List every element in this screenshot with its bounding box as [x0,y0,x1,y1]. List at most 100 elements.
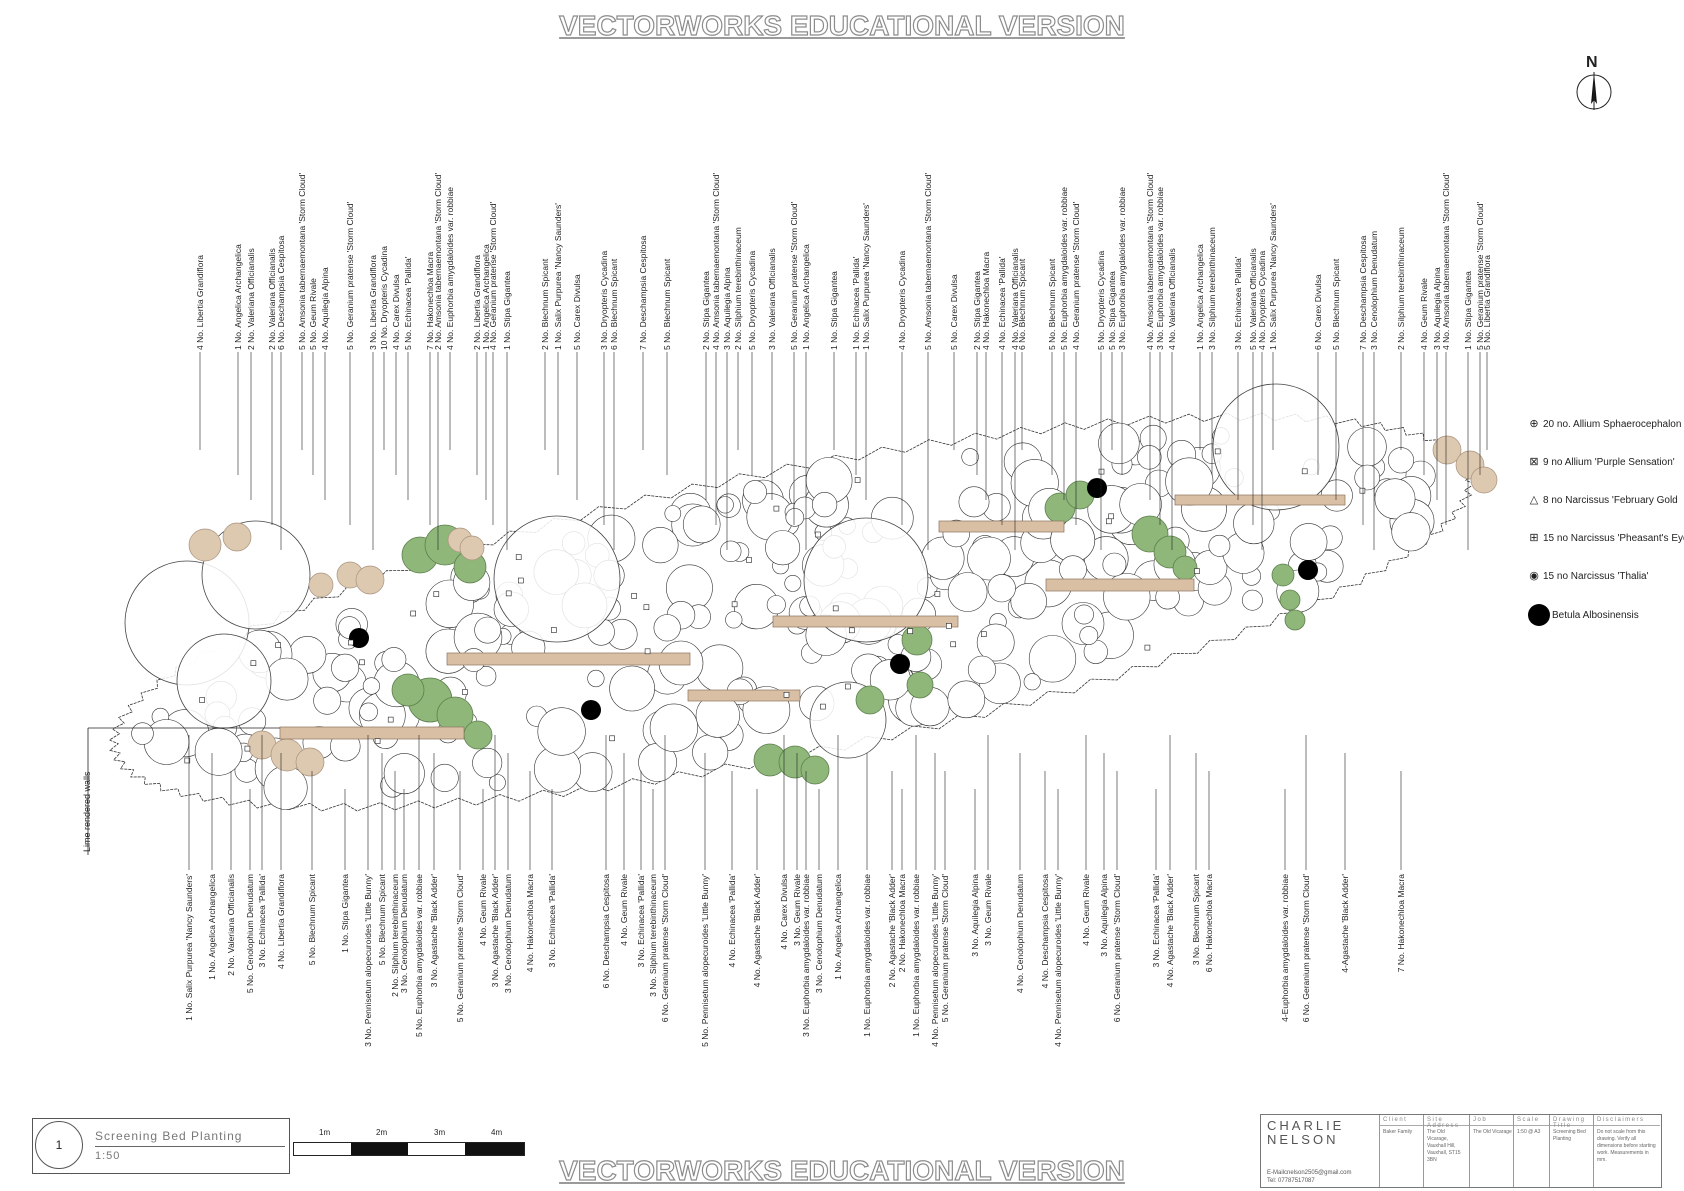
top-plant-label: 1 No. Salix Purpurea 'Nancy Saunders' [553,203,563,350]
bulb-marker [1359,487,1366,494]
bottom-plant-label: 3 No. Silphium terebinthinaceum [648,874,658,997]
bottom-plant-label: 4 No. Agastache 'Black Adder' [1165,874,1175,988]
top-plant-label: 2 No. Valeriana Officianalis [267,248,277,350]
bulb-marker [515,554,522,560]
bulb-marker [433,591,440,597]
scale-label: 4m [491,1128,503,1137]
timber-board [279,726,465,740]
bottom-plant-label: 6 No. Deschampsia Cespitosa [601,874,611,989]
tree-canopy [1212,383,1340,511]
plant-circle [1374,478,1416,520]
bottom-plant-label: 3 No. Agastache 'Black Adder' [490,874,500,988]
bottom-plant-label: 6 No. Geranium pratense 'Storm Cloud' [660,874,670,1023]
plant-circle [313,686,342,715]
bottom-plant-label: 3 No. Echinacea 'Pallida' [547,874,557,968]
top-plant-label: 4 No. Valeriana Officianalis [1010,248,1020,350]
bulb-marker [945,623,952,629]
top-plant-label: 5 No. Euphorbia amygdaloides var. robbia… [1059,187,1069,350]
bottom-plant-label: 4-Euphorbia amygdaloides var. robbiae [1280,874,1290,1022]
bulb-marker [848,627,855,634]
top-plant-label: 4 No. Valeriana Officianalis [1167,248,1177,350]
legend-item: ◉15 no Narcissus 'Thalia' [1528,570,1648,582]
top-plant-label: 1 No. Salix Purpurea 'Nancy Saunders' [861,203,871,350]
drawing-title: Screening Bed Planting [95,1129,243,1143]
bulb-marker [359,659,365,666]
plant-circle [958,486,990,518]
plant-circle [472,747,503,778]
watermark-top: VECTORWORKS EDUCATIONAL VERSION [559,9,1126,41]
top-plant-label: 10 No. Dryopteris Cycadina [379,246,389,350]
bulb-marker [1144,644,1151,651]
green-plant [1271,563,1295,587]
eye-icon: ◉ [1529,570,1539,582]
plant-circle [987,574,1016,603]
bottom-plant-label: 3 No. Agastache 'Black Adder' [429,874,439,988]
bulb-marker [950,641,957,648]
top-plant-label: 6 No. Deschampsia Cespitosa [276,235,286,350]
top-plant-label: 2 No. Libertia Grandiflora [472,255,482,350]
bulb-marker [347,639,354,646]
plant-circle [1289,523,1328,561]
plant-circle [642,526,679,564]
top-plant-label: 1 No. Stipa Gigantea [829,271,839,350]
top-plant-label: 3 No. Aquilegia Alpina [1432,267,1442,350]
bulb-marker [1214,448,1221,455]
top-plant-label: 6 No. Blechnum Spicant [1017,258,1027,350]
bottom-plant-label: 5 No. Blechnum Spicant [377,873,387,965]
green-plant [1279,589,1301,611]
bottom-plant-label: 4 No. Echinacea 'Pallida' [727,874,737,968]
top-plant-label: 5 No. Carex Divulsa [949,274,959,350]
scale-label: 3m [434,1128,446,1137]
legend-item: ⊞15 no Narcissus 'Pheasant's Eye' [1528,532,1684,544]
bulb-marker [631,593,637,599]
top-plant-label: 5 No. Valeriana Officianalis [1248,248,1258,350]
bottom-plant-label: 6 No. Geranium pratense 'Storm Cloud' [1301,874,1311,1023]
tree-canopy [176,633,272,729]
bulb-marker [517,577,524,584]
timber-boards [279,494,1346,740]
drawing-scale: 1:50 [95,1150,121,1162]
north-arrow: N [1574,54,1614,114]
plant-circle [785,508,805,527]
plant-circle [1023,673,1041,691]
legend-item: △8 no Narcissus 'February Gold [1528,494,1678,506]
filled-circle-icon [1528,604,1550,626]
top-plant-label: 1 No. Stipa Gigantea [502,271,512,350]
top-plant-label: 1 No. Angelica Archangelica [1195,244,1205,350]
bottom-plant-label: 3 No. Cenolophium Denudatum [503,874,513,993]
legend-text: 9 no Allium 'Purple Sensation' [1543,456,1675,468]
bottom-plant-label: 5 No. Blechnum Spicant [307,873,317,965]
top-plant-label: 3 No. Valeriana Officianalis [767,248,777,350]
legend-item: ⊕20 no. Allium Sphaerocephalon [1528,418,1681,430]
bulb-marker [814,531,821,538]
top-plant-label: 6 No. Carex Divulsa [1313,274,1323,350]
plant-circle [664,505,682,522]
plant-circle [194,727,243,776]
top-plant-label: 2 No. Stipa Gigantea [972,271,982,350]
top-plant-label: 1 No. Salix Purpurea 'Nancy Saunders' [1268,203,1278,350]
top-plant-label: 5 No. Blechnum Spicant [1331,258,1341,350]
plant-circle [1354,464,1380,491]
plant-circle [947,680,986,719]
plant-circle [811,492,838,518]
top-plant-label: 4 No. Hakonechloa Macra [981,251,991,350]
top-plant-label: 6 No. Blechnum Spicant [609,258,619,350]
bottom-plant-label: 4 No. Pennisetum alopecuroides 'Little B… [930,874,940,1047]
timber-board [1045,578,1195,592]
top-plant-label: 2 No. Silphium terebinthinaceum [1396,227,1406,350]
plant-circle [1079,626,1099,645]
top-plant-label: 4 No. Euphorbia amygdaloides var. robbia… [445,187,455,350]
bottom-plant-label: 4 No. Libertia Grandiflora [276,874,286,969]
top-plant-label: 5 No. Amsonia tabernaemontana 'Storm Clo… [923,173,933,350]
plant-circle [784,575,802,592]
scale-bar-track [293,1142,525,1156]
plant-circle [359,702,378,722]
drawing-title-block: 1 Screening Bed Planting 1:50 [32,1118,290,1174]
bottom-plant-label: 4 No. Carex Divulsa [779,874,789,950]
bulb-marker [854,477,861,483]
